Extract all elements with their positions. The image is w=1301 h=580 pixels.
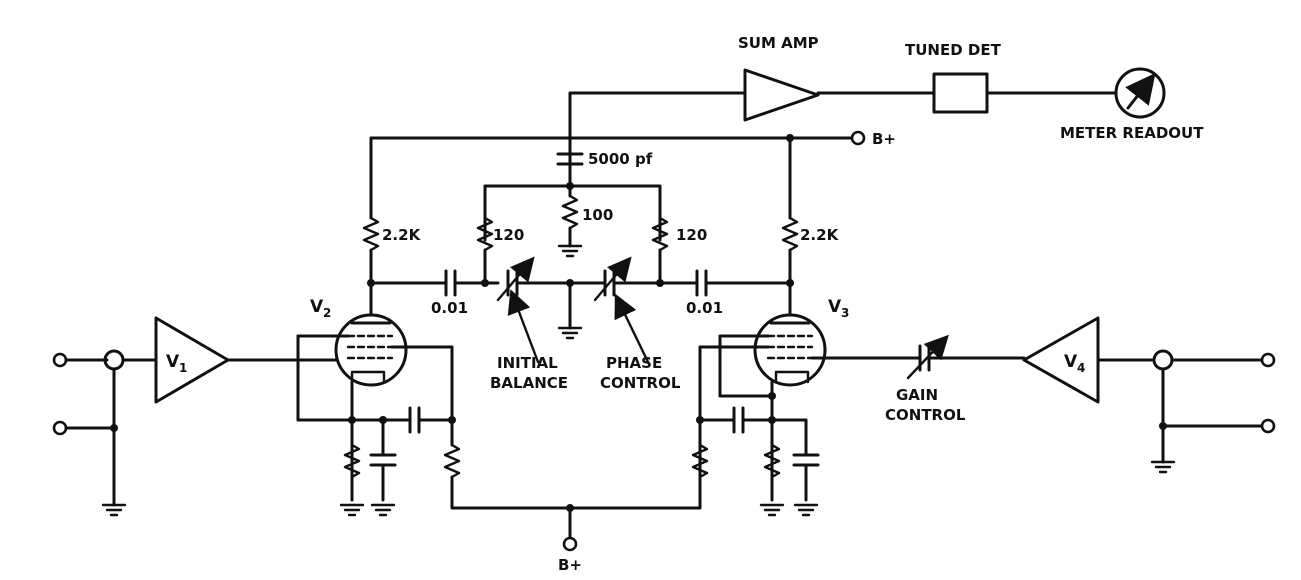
output-terminal-bottom: [1260, 418, 1276, 434]
tuned-det-label: TUNED DET: [905, 41, 1002, 59]
b-plus-terminal-bottom: [562, 536, 578, 552]
v3-letter: V: [828, 297, 842, 317]
v1-letter: V: [166, 352, 180, 372]
res-120-left-label: 120: [493, 226, 524, 244]
meter-readout-label: METER READOUT: [1060, 124, 1204, 142]
output-terminal-top: [1260, 352, 1276, 368]
screen-resistor-v2: [443, 418, 461, 479]
resistor-120-left: [476, 216, 494, 285]
v2-letter: V: [310, 297, 324, 317]
resistor-2k2-left: [362, 136, 380, 285]
v4-sub: 4: [1077, 361, 1085, 375]
gain-control-label-2: CONTROL: [885, 406, 966, 424]
tube-v3: [753, 281, 827, 387]
res-100-label: 100: [582, 206, 613, 224]
v1-sub: 1: [179, 361, 187, 375]
phase-control-label-1: PHASE: [606, 354, 662, 372]
cathode-resistor-v3: [763, 443, 781, 479]
cathode-resistor-v2: [343, 443, 361, 479]
resistor-120-right: [651, 216, 669, 285]
res-120-right-label: 120: [676, 226, 707, 244]
b-plus-terminal-top: [850, 130, 866, 146]
v2-sub: 2: [323, 306, 331, 320]
meter-readout: [1114, 67, 1166, 119]
cap-001-left-label: 0.01: [431, 299, 468, 317]
variable-capacitor-phase-control: [593, 256, 632, 302]
cap-001-right-label: 0.01: [686, 299, 723, 317]
screen-resistor-v3: [691, 443, 709, 479]
bypass-cap-v3: [792, 453, 820, 502]
resistor-100: [557, 184, 583, 258]
v3-sub: 3: [841, 306, 849, 320]
sum-amplifier: [743, 68, 820, 122]
tube-v2: [334, 281, 408, 387]
tuned-detector: [932, 72, 989, 114]
initial-balance-label-2: BALANCE: [490, 374, 568, 392]
shield-connector-right: [1152, 349, 1174, 371]
b-plus-bottom-label: B+: [558, 556, 582, 574]
res-2k2-left-label: 2.2K: [382, 226, 422, 244]
b-plus-top-label: B+: [872, 130, 896, 148]
input-terminal-top: [52, 352, 68, 368]
phase-control-label-2: CONTROL: [600, 374, 681, 392]
amplifier-v4: [1022, 316, 1100, 404]
variable-capacitor-initial-balance: [496, 256, 535, 302]
v2-grid-wire: [296, 334, 352, 422]
initial-balance-pointer: [507, 289, 540, 364]
amplifier-v1: [154, 316, 230, 404]
sum-amp-label: SUM AMP: [738, 34, 819, 52]
phase-control-pointer: [614, 293, 650, 364]
bypass-cap-v2: [369, 418, 397, 502]
gain-control-label-1: GAIN: [896, 386, 938, 404]
res-2k2-right-label: 2.2K: [800, 226, 840, 244]
initial-balance-label-1: INITIAL: [497, 354, 558, 372]
b-plus-rail-bottom: [450, 475, 702, 510]
v4-letter: V: [1064, 352, 1078, 372]
input-terminal-bottom: [52, 420, 68, 436]
cap-5000-label: 5000 pf: [588, 150, 653, 168]
resistor-2k2-right: [781, 136, 799, 285]
